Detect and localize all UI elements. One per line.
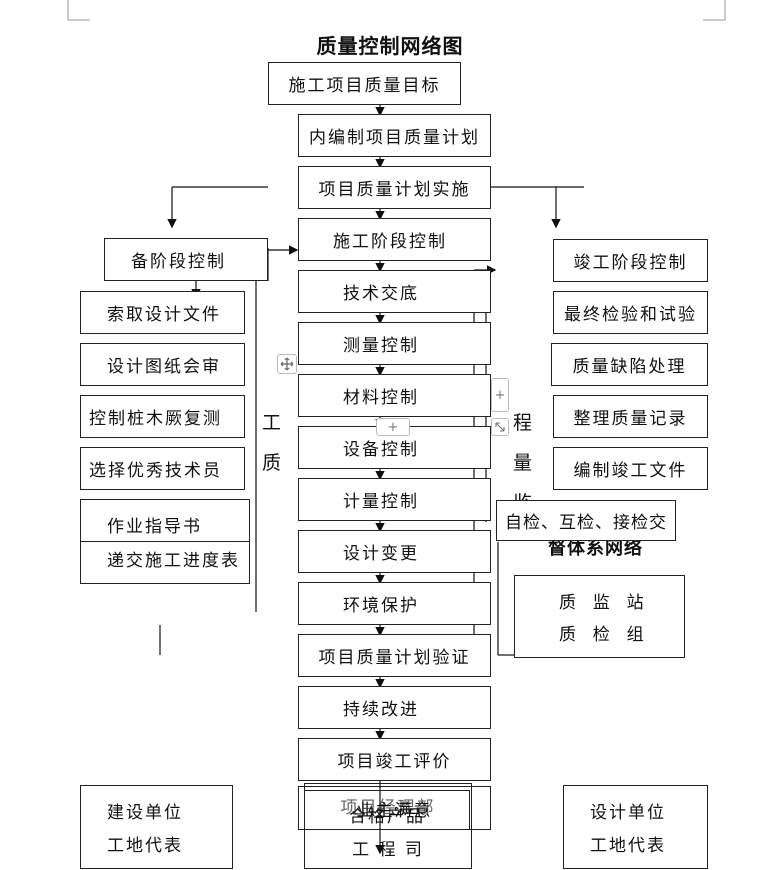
add-column-handle[interactable]: + <box>376 418 410 436</box>
add-row-handle[interactable]: + <box>491 378 509 412</box>
vertical-label-right-2: 监 <box>513 488 534 502</box>
design-site-rep-label: 工地代表 <box>590 836 666 856</box>
right-item-1: 质量缺陷处理 <box>551 343 708 386</box>
progress-schedule-label: 递交施工进度表 <box>107 550 240 571</box>
completion-evaluation-box: 项目竣工评价 <box>298 738 491 781</box>
left-group-divider <box>80 541 250 542</box>
technical-briefing-box: 技术交底 <box>298 270 491 313</box>
equipment-control-box: 设备控制 <box>298 426 491 469</box>
diagram-title: 质量控制网络图 <box>316 34 464 58</box>
left-item-0: 索取设计文件 <box>80 291 245 334</box>
plan-implementation-box: 项目质量计划实施 <box>298 166 491 209</box>
metering-control-box: 计量控制 <box>298 478 491 521</box>
resize-icon[interactable] <box>491 418 509 436</box>
vertical-label-left-1: 质 <box>262 452 284 474</box>
continuous-improvement-box: 持续改进 <box>298 686 491 729</box>
construction-unit-label: 建设单位 <box>107 803 183 823</box>
material-control-box: 材料控制 <box>298 374 491 417</box>
preparation-stage-box: 备阶段控制 <box>104 238 268 281</box>
construction-stage-box: 施工阶段控制 <box>298 218 491 261</box>
right-item-2: 整理质量记录 <box>553 395 708 438</box>
left-item-3: 选择优秀技术员 <box>80 447 245 490</box>
self-check-box: 自检、互检、接检交 <box>496 500 676 541</box>
plan-verification-box: 项目质量计划验证 <box>298 634 491 677</box>
completion-stage-box: 竣工阶段控制 <box>553 239 708 282</box>
project-department-box: 项目经理部 工 程 司 <box>304 783 472 869</box>
move-icon[interactable] <box>277 354 297 374</box>
construction-site-rep-label: 工地代表 <box>107 836 183 856</box>
vertical-label-left-0: 工 <box>262 412 284 434</box>
vertical-label-right-1: 量 <box>513 452 535 474</box>
work-instruction-label: 作业指导书 <box>107 517 202 538</box>
quality-plan-box: 内编制项目质量计划 <box>298 114 491 157</box>
left-item-2: 控制桩木厥复测 <box>80 395 245 438</box>
left-item-1: 设计图纸会审 <box>80 343 245 386</box>
construction-unit-box: 建设单位 工地代表 <box>80 785 233 869</box>
goal-box: 施工项目质量目标 <box>268 62 461 105</box>
supervision-station-box: 质 监 站 质 检 组 <box>514 575 685 658</box>
vertical-label-right-0: 程 <box>513 412 535 434</box>
design-unit-label: 设计单位 <box>590 803 666 823</box>
engineer-label: 工 程 司 <box>352 839 424 860</box>
crop-marks <box>67 0 726 21</box>
right-item-0: 最终检验和试验 <box>553 291 708 334</box>
supervision-station-label: 质 监 站 <box>559 592 646 613</box>
project-department-label: 项目经理部 <box>340 797 436 818</box>
environment-protection-box: 环境保护 <box>298 582 491 625</box>
network-caption: 督体系网络 <box>548 538 643 556</box>
inspection-group-label: 质 检 组 <box>559 625 646 646</box>
right-item-3: 编制竣工文件 <box>553 447 708 490</box>
survey-control-box: 测量控制 <box>298 322 491 365</box>
design-change-box: 设计变更 <box>298 530 491 573</box>
design-unit-box: 设计单位 工地代表 <box>563 785 708 869</box>
